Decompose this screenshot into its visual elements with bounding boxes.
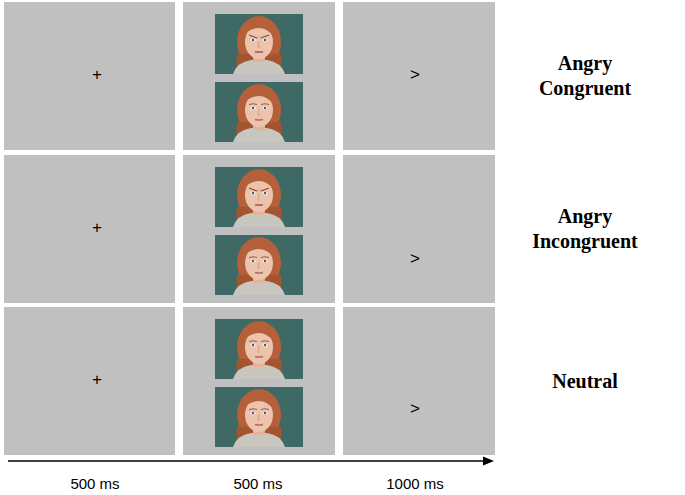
cue-panel [183,155,335,303]
condition-label: Angry Incongruent [515,204,655,254]
duration-label: 500 ms [70,475,119,492]
probe-panel: > [343,307,495,455]
condition-label: Neutral [515,369,655,394]
fixation-panel: + [4,307,175,455]
probe-panel: > [343,2,495,150]
angry-face [215,14,303,74]
cue-panel [183,307,335,455]
neutral-face [215,82,303,142]
neutral-face [215,387,303,447]
fixation-cross: + [92,66,102,83]
fixation-cross: + [92,219,102,236]
probe-arrow: > [410,400,420,417]
cue-panel [183,2,335,150]
duration-label: 1000 ms [386,475,444,492]
fixation-panel: + [4,155,175,303]
fixation-panel: + [4,2,175,150]
probe-arrow: > [410,66,420,83]
angry-face [215,167,303,227]
time-axis [8,460,486,462]
duration-label: 500 ms [233,475,282,492]
neutral-face [215,319,303,379]
fixation-cross: + [92,371,102,388]
condition-label: Angry Congruent [515,51,655,101]
probe-arrow: > [410,250,420,267]
time-arrowhead [483,457,494,466]
neutral-face [215,235,303,295]
probe-panel: > [343,155,495,303]
